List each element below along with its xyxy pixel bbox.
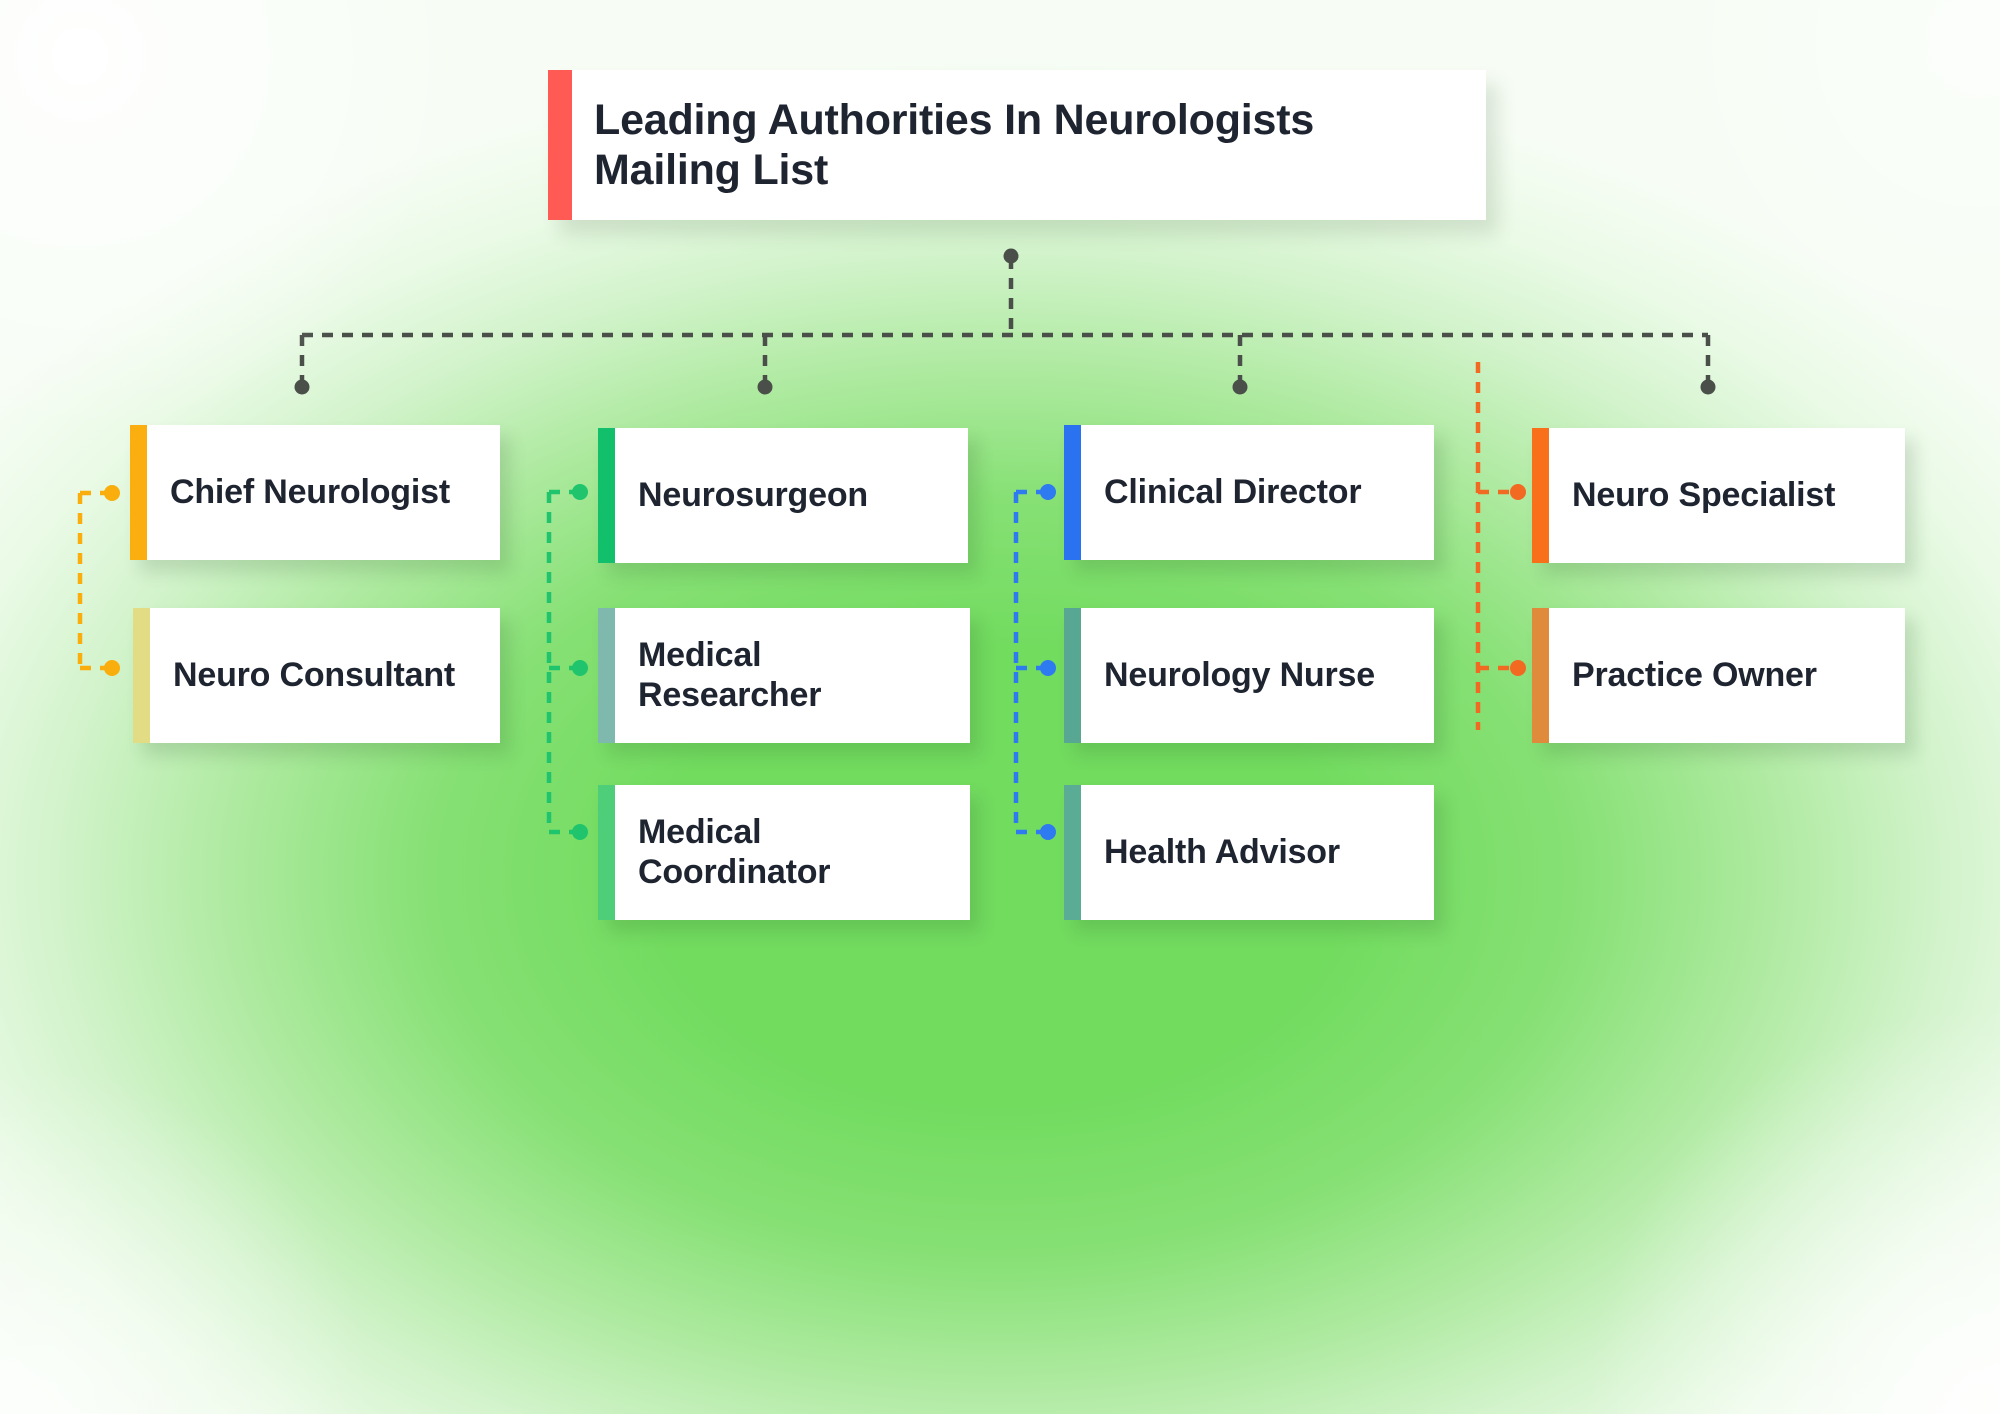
node-chief-neurologist[interactable]: Chief Neurologist (130, 425, 500, 560)
node-clinical-director[interactable]: Clinical Director (1064, 425, 1434, 560)
chart-title-card: Leading Authorities In Neurologists Mail… (548, 70, 1486, 220)
node-practice-owner[interactable]: Practice Owner (1532, 608, 1905, 743)
node-label: Chief Neurologist (170, 472, 450, 511)
node-label: Neuro Consultant (173, 655, 456, 694)
chart-title: Leading Authorities In Neurologists Mail… (594, 95, 1315, 194)
node-health-advisor[interactable]: Health Advisor (1064, 785, 1434, 920)
node-accent-bar (130, 425, 147, 560)
node-neuro-specialist[interactable]: Neuro Specialist (1532, 428, 1905, 563)
node-accent-bar (133, 608, 150, 743)
branch-connector-4 (1475, 362, 1526, 730)
node-accent-bar (1064, 785, 1081, 920)
node-neurology-nurse[interactable]: Neurology Nurse (1064, 608, 1434, 743)
node-medical-coordinator[interactable]: Medical Coordinator (598, 785, 970, 920)
node-medical-researcher[interactable]: Medical Researcher (598, 608, 970, 743)
node-accent-bar (598, 428, 615, 563)
node-label: Neurology Nurse (1104, 655, 1375, 694)
node-accent-bar (1532, 428, 1549, 563)
branch-connector-3 (1013, 484, 1056, 840)
branch-connector-1 (77, 485, 120, 676)
node-label: Medical Researcher (638, 636, 822, 714)
trunk-connector (294, 248, 1716, 395)
node-accent-bar (1064, 425, 1081, 560)
node-label: Medical Coordinator (638, 813, 831, 891)
node-label: Neuro Specialist (1572, 475, 1836, 514)
title-accent-bar (548, 70, 572, 220)
branch-connector-2 (546, 484, 588, 840)
node-neuro-consultant[interactable]: Neuro Consultant (133, 608, 500, 743)
node-accent-bar (598, 785, 615, 920)
node-label: Clinical Director (1104, 472, 1362, 511)
node-label: Practice Owner (1572, 655, 1817, 694)
node-accent-bar (1064, 608, 1081, 743)
node-accent-bar (1532, 608, 1549, 743)
node-accent-bar (598, 608, 615, 743)
node-label: Health Advisor (1104, 832, 1340, 871)
node-label: Neurosurgeon (638, 475, 868, 514)
node-neurosurgeon[interactable]: Neurosurgeon (598, 428, 968, 563)
